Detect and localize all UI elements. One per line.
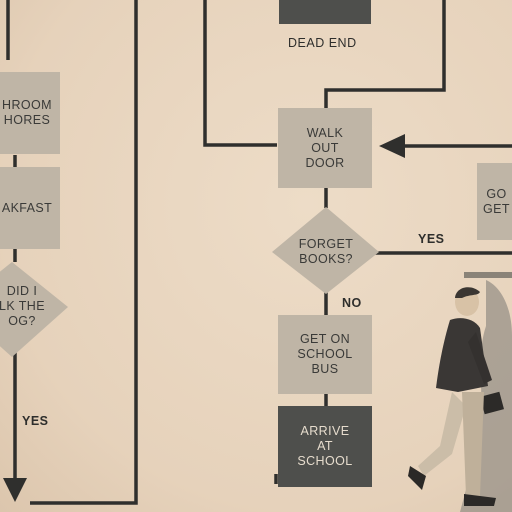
top-dark-box: [279, 0, 371, 24]
diamond-walk-dog: [0, 262, 68, 357]
no-label: NO: [342, 296, 362, 310]
forget-books-question: FORGET BOOKS?: [298, 237, 354, 266]
dead-end-label: DEAD END: [288, 36, 357, 50]
walking-student-illustration: [408, 280, 512, 512]
get-on-school-bus-box: GET ON SCHOOL BUS: [278, 315, 372, 394]
walk-dog-question: DID I LK THE OG?: [0, 284, 45, 328]
walk-out-door-box: WALK OUT DOOR: [278, 108, 372, 188]
arrive-at-school-box: ARRIVE AT SCHOOL: [278, 406, 372, 487]
go-get-box: GO GET: [477, 163, 512, 240]
bathroom-chores-box: HROOM HORES: [0, 72, 60, 154]
breakfast-box: AKFAST: [0, 167, 60, 249]
yes-label-left: YES: [22, 414, 49, 428]
arrowhead-down: [3, 478, 27, 502]
arrowhead-left: [379, 134, 405, 158]
diamond-forget-books: [272, 207, 379, 294]
yes-label-right: YES: [418, 232, 445, 246]
